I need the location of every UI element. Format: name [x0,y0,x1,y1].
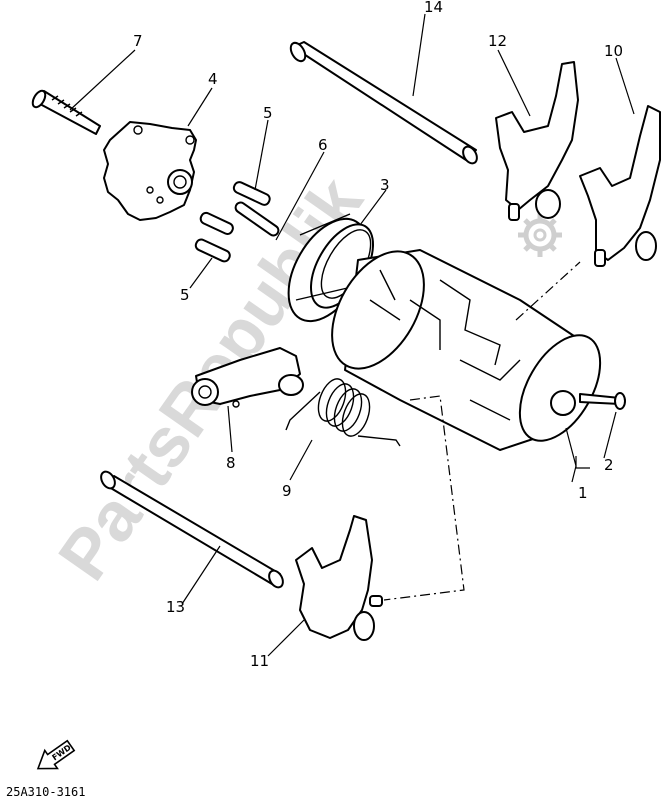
part-7-bolt [31,89,101,135]
part-4-segment [103,121,197,221]
part-2-screw [579,392,626,410]
part-10-shift-fork [579,105,661,267]
gear-icon [518,213,562,257]
callout-1: 1 [578,484,588,502]
callout-6: 6 [318,136,328,154]
part-6-pin [234,201,280,237]
part-12-shift-fork [495,61,579,221]
part-1-shift-drum [331,249,602,451]
callout-11: 11 [250,652,269,670]
callout-7: 7 [133,32,143,50]
part-11-shift-fork [295,515,383,641]
callout-14: 14 [424,0,443,16]
callout-13: 13 [166,598,185,616]
part-8-stopper-lever [191,347,304,408]
callout-8: 8 [226,454,236,472]
callout-12: 12 [488,32,507,50]
callouts: 1 2 3 4 5 5 6 7 8 9 10 11 12 13 14 [133,0,623,670]
forward-arrow-icon: FWD [36,739,76,770]
callout-5-top: 5 [263,104,273,122]
part-9-spring [285,378,401,447]
leader-lines [69,13,635,657]
part-5-pins [194,181,271,263]
part-14-shaft [289,41,478,165]
callout-3: 3 [380,176,390,194]
callout-5-bottom: 5 [180,286,190,304]
part-13-shaft [100,470,284,589]
callout-9: 9 [282,482,292,500]
callout-2: 2 [604,456,614,474]
callout-10: 10 [604,42,623,60]
drawing-code: 25A310-3161 [6,785,85,799]
callout-4: 4 [208,70,218,88]
